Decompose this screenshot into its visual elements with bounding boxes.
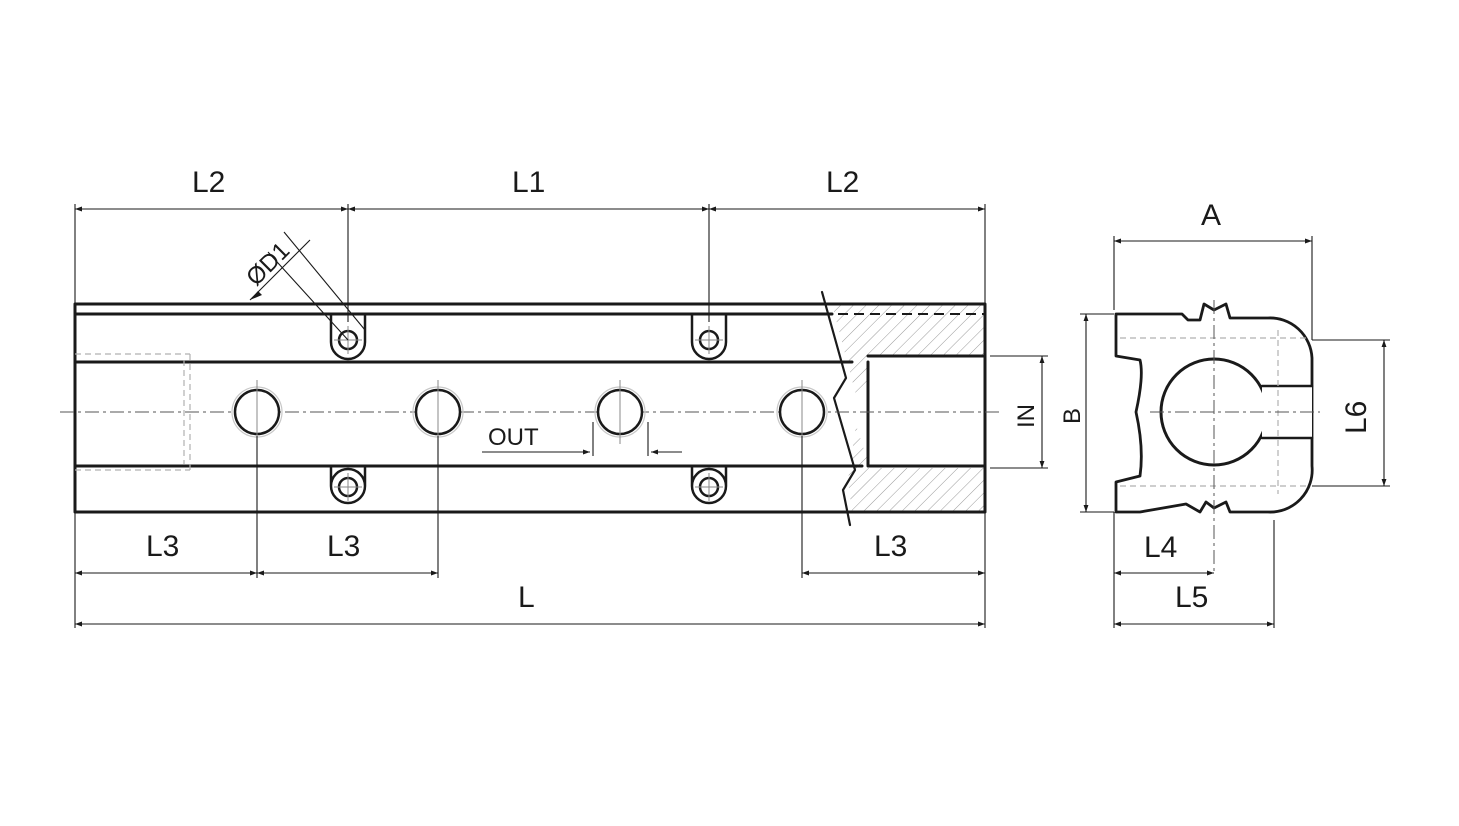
left-hidden-thread	[75, 353, 191, 471]
out-label: OUT	[488, 424, 539, 451]
outlet-ports	[231, 380, 828, 444]
mount-lug-bottom-left	[329, 464, 367, 505]
mount-lug-top-right	[690, 312, 728, 361]
dim-l2-right: L2	[826, 166, 859, 199]
side-section-profile	[1114, 302, 1314, 514]
section-hatch-right	[832, 304, 985, 512]
in-dimension: IN	[990, 355, 1048, 469]
dim-l4: L4	[1144, 531, 1177, 564]
side-view: A B L6 L4 L5	[1059, 199, 1390, 628]
outlet-port-2	[412, 380, 464, 444]
dim-a: A	[1201, 199, 1221, 232]
in-label: IN	[1013, 404, 1040, 428]
d1-callout: ØD1	[241, 231, 366, 341]
manifold-body	[73, 302, 987, 514]
dim-l3-2: L3	[327, 530, 360, 563]
dim-l1: L1	[512, 166, 545, 199]
mount-lugs	[329, 312, 728, 505]
outlet-port-1	[231, 380, 283, 444]
outlet-port-3	[594, 380, 646, 444]
front-view: OUT ØD1 L2 L1 L2	[60, 166, 1048, 628]
dim-a-group: A	[1113, 199, 1313, 340]
dim-l3-1: L3	[146, 530, 179, 563]
mount-lug-bottom-right	[690, 464, 728, 505]
dim-l: L	[518, 581, 535, 614]
dim-l6-group: L6	[1312, 339, 1390, 487]
inlet-bore	[866, 360, 987, 468]
dim-l3-3: L3	[874, 530, 907, 563]
out-dimension: OUT	[482, 422, 682, 456]
dim-l6: L6	[1340, 401, 1373, 434]
top-dimensions: L2 L1 L2	[74, 166, 986, 322]
bottom-dimensions: L3 L3 L3 L	[74, 436, 986, 628]
dim-l2-left: L2	[192, 166, 225, 199]
dim-l5: L5	[1175, 581, 1208, 614]
outlet-port-4	[776, 380, 828, 444]
dim-b: B	[1059, 408, 1086, 424]
dim-b-group: B	[1059, 313, 1114, 513]
d1-label: ØD1	[241, 237, 295, 291]
dim-l4-l5-group: L4 L5	[1113, 512, 1275, 628]
break-line	[820, 290, 857, 527]
